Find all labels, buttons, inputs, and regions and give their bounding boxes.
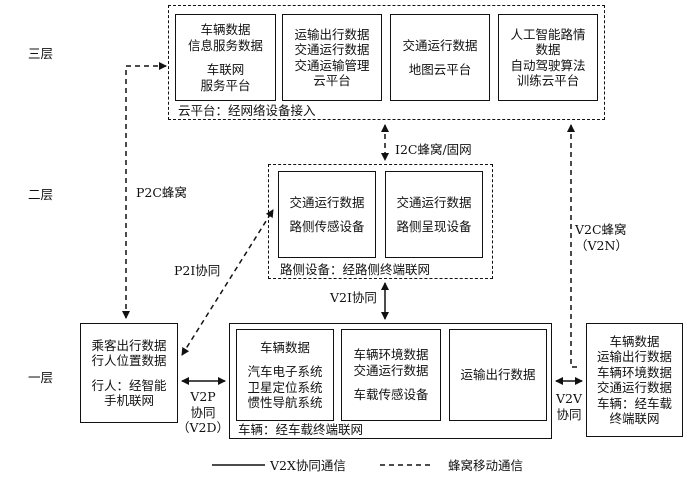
p2i-label: P2I协同 [174,263,221,278]
p2i-link [181,209,274,356]
roadside-display-box: 交通运行数据路侧呈现设备 [385,171,483,258]
text-line: 终端联网 [609,411,660,426]
text-line: V2V [555,391,582,406]
text-line: 交通运行数据 [353,362,429,378]
text-line: 车辆环境数据 [596,364,672,380]
text-line: 卫星定位系统 [247,379,323,395]
vehicle-transport-box: 运输出行数据 [449,329,547,421]
text-line: 行人：经智能 [91,377,167,393]
vehicle-caption: 车辆：经车载终端联网 [238,422,364,437]
text-line: 交通运行数据 [402,37,478,53]
text-line: 服务平台 [200,77,251,93]
text-line: 运输出行数据 [294,26,370,42]
cloud-platform-group [168,5,605,120]
text-line: 路侧呈现设备 [396,219,472,234]
p2c-link [122,62,167,319]
other-vehicle-box: 车辆数据运输出行数据车辆环境数据交通运行数据车辆：经车载终端联网 [586,323,683,437]
roadside-sensor-box: 交通运行数据路侧传感设备 [278,171,376,258]
legend-solid-label: V2X协同通信 [270,458,346,473]
cloud-box-ai-training: 人工智能路情数据自动驾驶算法训练云平台 [498,14,598,101]
p2c-label: P2C蜂窝 [136,185,187,200]
text-line: 惯性导航系统 [247,395,323,410]
text-line: 乘客出行数据 [91,337,167,353]
layer-two-label: 二层 [28,187,54,202]
text-line: （V2D） [177,420,230,435]
text-line: 车联网 [206,62,245,77]
cloud-box-map: 交通运行数据地图云平台 [390,14,490,101]
text-line: 车载传感设备 [353,387,429,403]
text-line: 路侧传感设备 [289,219,365,234]
text-line: 交通运行数据 [396,194,472,210]
text-line: 交通运行数据 [596,380,672,395]
cloud-box-vehicle-network: 车辆数据信息服务数据车联网服务平台 [175,14,276,101]
text-line: 汽车电子系统 [247,364,323,379]
text-line: 车辆数据 [200,22,251,37]
text-line: 车辆数据 [609,333,660,349]
text-line: 运输出行数据 [460,367,536,383]
cloud-box-transport-mgmt: 运输出行数据交通运行数据交通运输管理云平台 [282,14,382,101]
text-line: 交通运行数据 [289,194,365,210]
text-line: 云平台 [313,73,351,88]
layer-three-label: 三层 [28,46,54,61]
vehicle-sensors-box: 车辆环境数据交通运行数据车载传感设备 [341,329,441,421]
text-line: V2P [190,389,216,404]
text-line: 运输出行数据 [596,349,672,364]
text-line: 交通运行数据 [294,42,370,57]
text-line: 协同 [190,404,216,420]
text-line: 协同 [556,406,582,422]
text-line: 人工智能路情 [510,26,586,42]
text-line: 手机联网 [103,393,154,408]
text-line: 车辆：经车载 [596,395,672,411]
text-line: 地图云平台 [408,62,472,77]
text-line: 数据 [535,42,561,57]
legend-dashed-label: 蜂窝移动通信 [448,458,524,473]
v2i-label: V2I协同 [330,290,377,305]
pedestrian-box: 乘客出行数据行人位置数据行人：经智能手机联网 [80,323,178,423]
vehicle-group [229,323,552,439]
v2c-label: V2C蜂窝 [575,222,627,237]
roadside-caption: 路侧设备：经路侧终端联网 [280,262,431,277]
text-line: 交通运输管理 [294,57,370,73]
text-line: 信息服务数据 [187,37,263,53]
i2c-label: I2C蜂窝/固网 [395,142,472,157]
text-line: 自动驾驶算法 [510,57,586,73]
text-line: 训练云平台 [516,73,580,88]
text-line: 行人位置数据 [91,353,167,368]
layer-one-label: 一层 [28,370,54,385]
v2n-label: （V2N） [575,238,628,253]
cloud-caption: 云平台：经网络设备接入 [178,103,316,118]
text-line: 车辆环境数据 [353,347,429,363]
